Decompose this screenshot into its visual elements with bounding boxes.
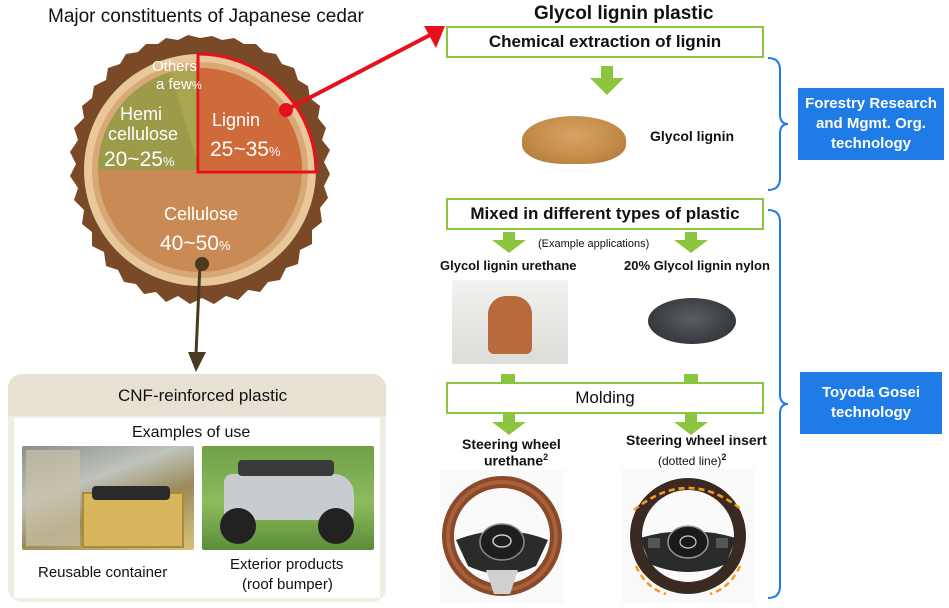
cnf-subtitle: Examples of use — [132, 424, 251, 441]
product2-label: 20% Glycol lignin nylon — [624, 258, 770, 273]
label-hemi-1: Hemi — [120, 104, 163, 124]
cnf-header — [8, 374, 386, 416]
step-extraction-label: Chemical extraction of lignin — [488, 32, 722, 51]
vehicle-photo — [202, 446, 374, 550]
green-arrow-3a — [492, 414, 526, 435]
lignin-pct: % — [268, 144, 281, 159]
wheel2-line2-text: (dotted line) — [658, 454, 722, 468]
org-forestry: Forestry Research and Mgmt. Org. technol… — [798, 88, 944, 160]
green-arrow-2b — [674, 232, 708, 253]
wheel1-line2-text: urethane — [484, 452, 544, 469]
wheel2-line2: (dotted line)2 — [658, 452, 726, 468]
cnf-item1: Reusable container — [38, 564, 168, 581]
wheel2-sup: 2 — [721, 452, 727, 462]
connector-right — [684, 374, 698, 382]
glycol-lignin-photo — [512, 96, 632, 172]
org-forestry-line3: technology — [830, 135, 911, 152]
org-toyoda: Toyoda Gosei technology — [800, 372, 942, 434]
hemi-pct: % — [162, 154, 175, 169]
green-arrow-1 — [590, 66, 624, 95]
wheel2-line1: Steering wheel insert — [626, 432, 767, 448]
slice-lignin — [200, 68, 302, 170]
org-forestry-line2: and Mgmt. Org. — [815, 115, 926, 132]
step-extraction: Chemical extraction of lignin — [446, 26, 764, 58]
bracket-toyoda — [767, 209, 789, 599]
step-mixing: Mixed in different types of plastic — [446, 198, 764, 230]
cedar-log-diagram — [70, 35, 330, 304]
connector-left — [501, 374, 515, 382]
label-others-1: Others — [152, 58, 198, 75]
label-cellulose: Cellulose — [164, 204, 239, 224]
label-hemi-2: cellulose — [108, 124, 179, 144]
label-lignin-value: 25~35% — [210, 138, 281, 162]
product1-label: Glycol lignin urethane — [440, 258, 577, 273]
lignin-value-text: 25~35 — [210, 138, 269, 161]
cnf-item2-line1: Exterior products — [230, 556, 344, 573]
label-lignin: Lignin — [212, 110, 261, 130]
label-others-2-text: a few — [156, 76, 192, 93]
urethane-photo — [452, 280, 568, 364]
org-toyoda-line2: technology — [830, 404, 911, 421]
container-photo — [22, 446, 194, 550]
label-cellulose-value: 40~50% — [160, 232, 231, 256]
label-others-2: a few% — [156, 76, 202, 93]
org-toyoda-line1: Toyoda Gosei — [821, 384, 921, 401]
lignin-highlight — [196, 52, 318, 174]
green-arrow-2a — [492, 232, 526, 253]
cnf-item2-line2: (roof bumper) — [242, 576, 333, 593]
slice-hemicellulose — [97, 72, 200, 170]
cellulose-value-text: 40~50 — [160, 232, 219, 255]
bracket-forestry — [767, 57, 789, 191]
red-arrow — [285, 26, 445, 112]
label-hemi-value: 20~25% — [104, 148, 175, 172]
org-forestry-line1: Forestry Research — [805, 95, 937, 112]
example-note: (Example applications) — [538, 238, 650, 250]
glycol-lignin-label: Glycol lignin — [650, 128, 735, 144]
label-others-pct: % — [191, 80, 202, 92]
steering-wheel-insert — [622, 468, 754, 604]
steering-wheel-urethane — [440, 470, 564, 604]
step-molding-label: Molding — [575, 388, 635, 407]
process-title: Glycol lignin plastic — [534, 3, 714, 24]
pie-title: Major constituents of Japanese cedar — [48, 6, 364, 27]
hemi-value-text: 20~25 — [104, 148, 163, 171]
cellulose-pct: % — [218, 238, 231, 253]
wheel1-line1: Steering wheel — [462, 436, 561, 452]
green-arrow-3b — [674, 414, 708, 435]
cnf-title: CNF-reinforced plastic — [118, 386, 288, 405]
step-molding: Molding — [446, 382, 764, 414]
nylon-photo — [640, 280, 744, 360]
wheel1-line2: urethane2 — [484, 452, 548, 469]
step-mixing-label: Mixed in different types of plastic — [470, 204, 740, 223]
slice-others — [170, 67, 200, 170]
wheel1-sup: 2 — [543, 452, 549, 462]
cellulose-arrow — [188, 263, 206, 372]
